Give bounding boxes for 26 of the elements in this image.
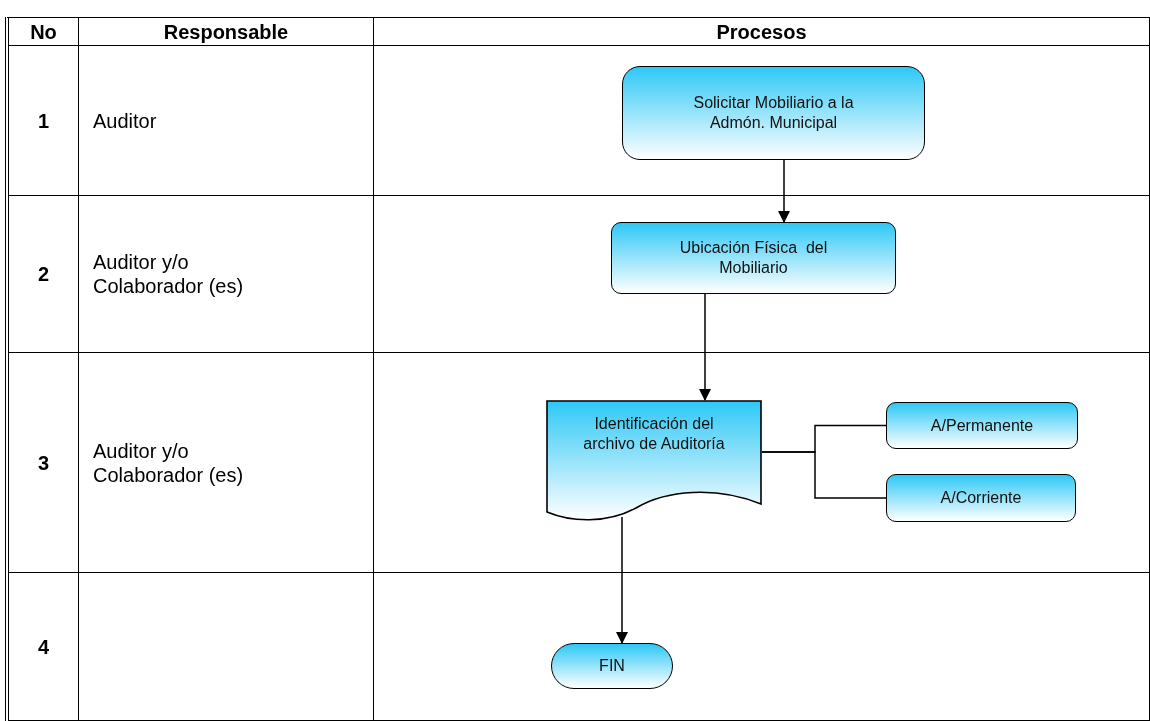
process-box: [886, 474, 1076, 522]
row-number: 3: [37, 450, 50, 475]
terminator-shape: [551, 643, 673, 689]
column-header: Responsable: [163, 19, 289, 44]
arrow: [699, 293, 711, 401]
arrow: [616, 516, 628, 644]
node-label: Identificación del archivo de Auditoría: [582, 414, 726, 454]
process-box: [886, 402, 1078, 449]
process-box: [611, 222, 896, 294]
row-number: 4: [37, 634, 50, 659]
document-shape: [546, 400, 762, 522]
column-header: No: [30, 19, 57, 44]
node-label: FIN: [599, 656, 625, 676]
arrow: [778, 159, 790, 223]
responsible-label: Auditor y/o Colaborador (es): [93, 438, 245, 487]
node-label: Ubicación Física del Mobiliario: [678, 238, 829, 278]
responsible-label: Auditor y/o Colaborador (es): [93, 250, 245, 298]
node-label: Solicitar Mobiliario a la Admón. Municipal: [692, 93, 855, 133]
connector-line: [761, 451, 887, 499]
row-number: 1: [37, 108, 50, 133]
process-box: [622, 66, 925, 160]
node-label: A/Permanente: [930, 415, 1034, 436]
responsible-label: Auditor: [93, 108, 157, 133]
column-header: Procesos: [716, 19, 807, 44]
row-number: 2: [37, 262, 50, 286]
node-label: A/Corriente: [940, 488, 1022, 508]
